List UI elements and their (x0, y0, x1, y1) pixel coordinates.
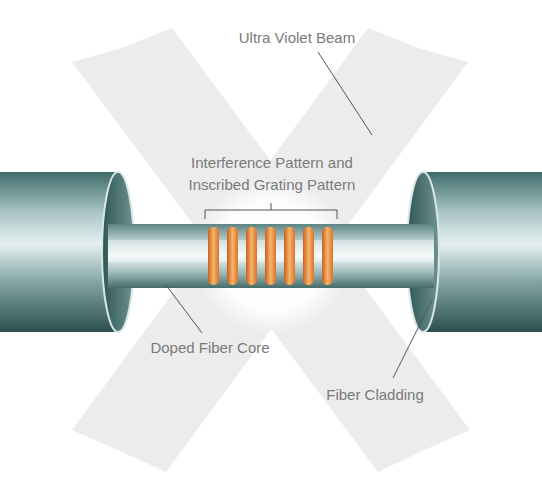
grating-label: Interference Pattern and Inscribed Grati… (167, 152, 377, 196)
grating-bracket (205, 203, 337, 219)
grating-ring (303, 227, 314, 285)
grating-ring (322, 227, 333, 285)
cladding-label: Fiber Cladding (305, 384, 445, 406)
fiber-core (108, 224, 434, 288)
grating-ring (208, 227, 219, 285)
grating-ring (265, 227, 276, 285)
grating-rings (208, 227, 333, 285)
uv-beam (72, 28, 470, 472)
core-label: Doped Fiber Core (130, 337, 290, 359)
beam-label: Ultra Violet Beam (222, 27, 372, 49)
grating-ring (227, 227, 238, 285)
grating-ring (246, 227, 257, 285)
interference-glow (194, 178, 350, 334)
leader-lines (166, 52, 432, 378)
grating-ring (284, 227, 295, 285)
